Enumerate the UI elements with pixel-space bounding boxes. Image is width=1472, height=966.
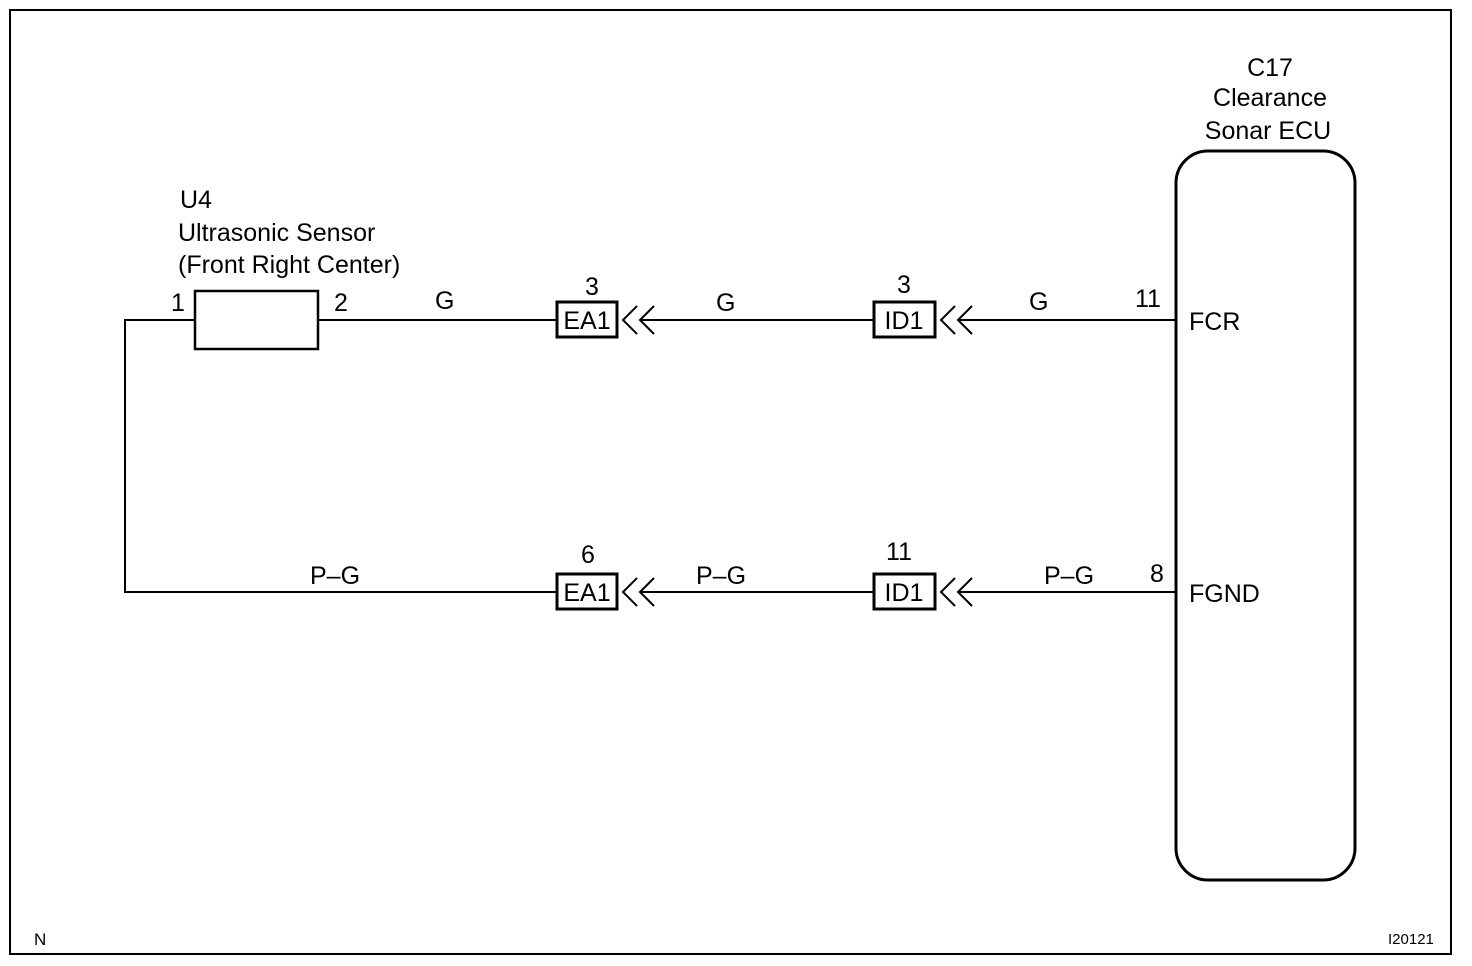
bottom-wire-color-mid: P–G xyxy=(696,562,746,590)
bottom-ea1-connector xyxy=(555,572,619,611)
ecu-box xyxy=(1174,149,1357,882)
bottom-ea1-chevron-outer xyxy=(621,577,638,607)
bottom-id1-pin: 11 xyxy=(886,538,912,566)
top-id1-pin: 3 xyxy=(897,271,911,299)
top-ea1-pin: 3 xyxy=(585,273,599,301)
bottom-id1-chevron-outer xyxy=(939,577,956,607)
ecu-terminal-fcr: FCR xyxy=(1189,308,1240,336)
ecu-name-line1: Clearance xyxy=(1213,84,1327,112)
ecu-terminal-fgnd: FGND xyxy=(1189,580,1260,608)
bottom-ecu-pin: 8 xyxy=(1150,560,1164,588)
ecu-id: C17 xyxy=(1247,54,1293,82)
sensor-name-line1: Ultrasonic Sensor xyxy=(178,219,375,247)
bottom-id1-connector xyxy=(872,572,937,611)
bottom-ea1-label: EA1 xyxy=(563,579,610,607)
sensor-box xyxy=(193,289,320,351)
diagram-frame xyxy=(9,9,1452,955)
top-ecu-pin: 11 xyxy=(1135,285,1161,313)
footer-left-code: N xyxy=(34,930,46,949)
bottom-ea1-pin: 6 xyxy=(581,541,595,569)
footer-right-code: I20121 xyxy=(1388,931,1434,948)
bottom-wire-color-sensor: P–G xyxy=(310,562,360,590)
top-id1-label: ID1 xyxy=(885,307,924,335)
sensor-pin-1: 1 xyxy=(171,289,185,317)
top-ea1-chevron-outer xyxy=(621,305,638,335)
ecu-name-line2: Sonar ECU xyxy=(1205,117,1331,145)
sensor-pin-2: 2 xyxy=(334,289,348,317)
top-wire-color-ecu: G xyxy=(1029,288,1048,316)
bottom-wire-color-ecu: P–G xyxy=(1044,562,1094,590)
bottom-id1-label: ID1 xyxy=(885,579,924,607)
top-id1-chevron-outer xyxy=(939,305,956,335)
top-ea1-label: EA1 xyxy=(563,307,610,335)
top-wire-color-sensor: G xyxy=(435,287,454,315)
sensor-id: U4 xyxy=(180,186,212,214)
top-wire-color-mid: G xyxy=(716,289,735,317)
top-id1-connector xyxy=(872,300,937,339)
sensor-name-line2: (Front Right Center) xyxy=(178,251,400,279)
ground-loop-wire xyxy=(124,319,557,593)
top-ea1-connector xyxy=(555,300,619,339)
